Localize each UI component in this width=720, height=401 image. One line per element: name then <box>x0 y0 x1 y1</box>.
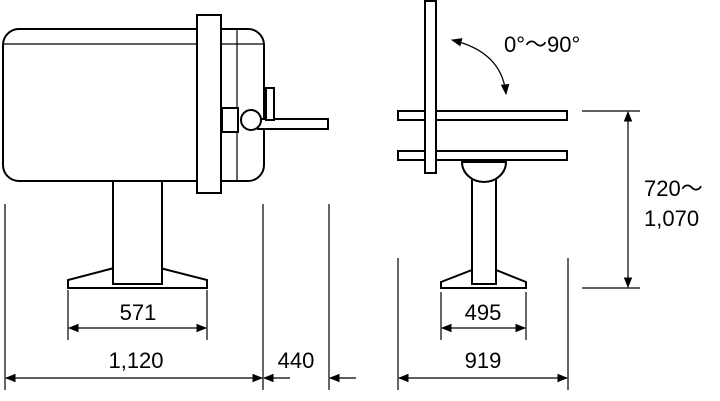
front-column <box>112 177 163 285</box>
front-monitor-housing <box>2 28 265 182</box>
svg-text:919: 919 <box>465 348 502 373</box>
side-view: 0°～90° <box>397 0 580 289</box>
svg-text:495: 495 <box>465 300 502 325</box>
svg-text:571: 571 <box>120 300 157 325</box>
rotation-label: 0°～90° <box>504 32 580 57</box>
rotation-arrow <box>450 38 510 96</box>
side-vertical-panel <box>424 0 437 174</box>
front-joint-block <box>221 107 239 133</box>
front-vertical-panel <box>196 14 222 194</box>
dimension-total-width: 1,120 <box>4 348 264 383</box>
dimension-handle-extension: 440 <box>262 348 356 383</box>
svg-text:440: 440 <box>278 348 315 373</box>
extension-lines <box>4 110 640 390</box>
side-upper-shelf <box>397 110 568 121</box>
side-column <box>471 175 497 285</box>
front-handle-knob <box>265 87 275 121</box>
side-lower-shelf <box>397 150 568 161</box>
svg-text:1,070: 1,070 <box>644 206 699 231</box>
svg-text:720～: 720～ <box>644 176 703 201</box>
svg-text:1,120: 1,120 <box>108 348 163 373</box>
dimension-base-side: 495 <box>440 300 527 333</box>
front-view <box>2 14 329 289</box>
side-joint-ball <box>460 161 508 183</box>
dimension-total-depth: 919 <box>397 348 569 383</box>
front-joint-ball <box>240 109 262 131</box>
dimension-height: 720～ 1,070 <box>623 110 703 289</box>
dimension-base-front: 571 <box>67 300 208 333</box>
